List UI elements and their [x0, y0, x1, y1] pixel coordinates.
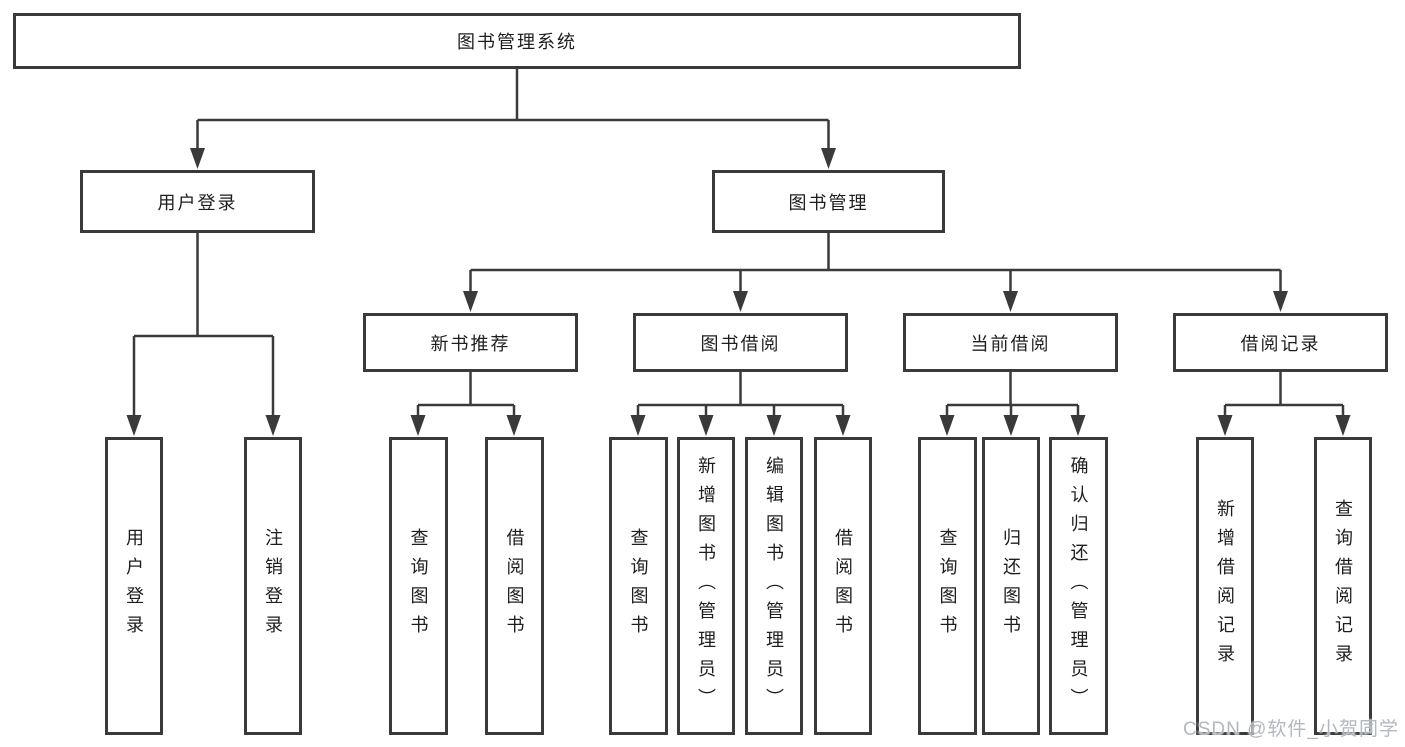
arrow-down-icon	[126, 148, 1351, 436]
node-book-borrow: 图书借阅	[633, 313, 848, 372]
leaf-add-borrow-record: 新增借阅记录	[1196, 437, 1254, 735]
node-borrow-records: 借阅记录	[1173, 313, 1388, 372]
leaf-borrow-books: 借阅图书	[814, 437, 872, 735]
leaf-edit-books-admin: 编辑图书（管理员）	[745, 437, 803, 735]
leaf-user-login: 用户登录	[105, 437, 163, 735]
leaf-query-books-current: 查询图书	[918, 437, 977, 735]
leaf-add-books-admin: 新增图书（管理员）	[677, 437, 735, 735]
watermark: CSDN @软件_小贺同学	[1183, 719, 1399, 740]
node-user-login: 用户登录	[80, 170, 315, 233]
leaf-query-borrow-record: 查询借阅记录	[1314, 437, 1372, 735]
leaf-borrow-books-recommend: 借阅图书	[485, 437, 544, 735]
node-root-library-management-system: 图书管理系统	[13, 13, 1021, 69]
node-book-management: 图书管理	[712, 170, 945, 233]
leaf-query-books-recommend: 查询图书	[389, 437, 448, 735]
node-new-book-recommend: 新书推荐	[363, 313, 578, 372]
node-current-borrow: 当前借阅	[903, 313, 1118, 372]
leaf-logout: 注销登录	[244, 437, 302, 735]
leaf-confirm-return-admin: 确认归还（管理员）	[1049, 437, 1108, 735]
leaf-return-books: 归还图书	[982, 437, 1040, 735]
leaf-query-books-borrow: 查询图书	[609, 437, 668, 735]
